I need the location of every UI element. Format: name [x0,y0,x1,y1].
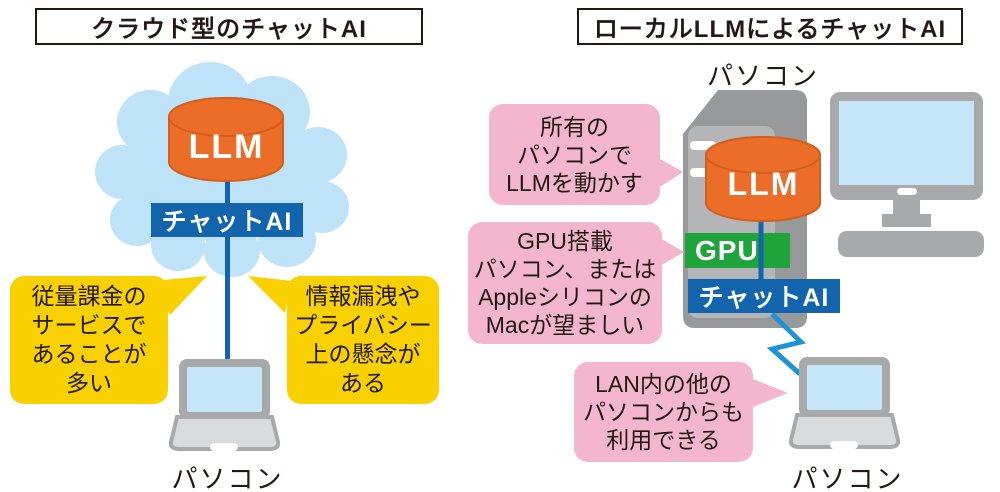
llm-label-right: LLM [727,166,800,202]
llm-label-left: LLM [188,128,265,166]
note-bottom-tail [748,377,788,409]
note-top-tail [655,156,683,190]
caution-bubble-billing: 従量課金の サービスで あることが 多い [10,276,168,404]
note-bubble-own-pc: 所有の パソコンで LLMを動かす [489,104,660,205]
note-middle-tail [658,237,684,267]
pc-tower-label: パソコン [706,61,819,91]
gpu-box-label: GPU [695,235,759,266]
caution-bubble-privacy: 情報漏洩や プライバシー 上の懸念が ある [287,276,439,404]
chat-ai-box-left: チャットAI [151,203,303,237]
desktop-monitor [830,92,984,257]
laptop-left [168,359,281,451]
caution-right-tail [248,276,292,313]
llm-cylinder-left [168,97,284,182]
laptop-right [788,357,901,449]
pc-label-right: パソコン [791,464,904,492]
gpu-box-shape [685,233,790,268]
llm-cylinder-right [705,136,821,222]
left-panel-title: クラウド型のチャットAI [35,8,423,45]
chat-ai-box-right: チャットAI [688,279,840,313]
note-bubble-gpu-mac: GPU搭載 パソコン、または Appleシリコンの Macが望ましい [468,222,662,344]
pc-label-left: パソコン [171,464,284,492]
lan-zigzag-line [766,312,807,376]
note-bubble-lan: LAN内の他の パソコンからも 利用できる [574,362,753,462]
right-panel-title: ローカルLLMによるチャットAI [577,8,963,45]
